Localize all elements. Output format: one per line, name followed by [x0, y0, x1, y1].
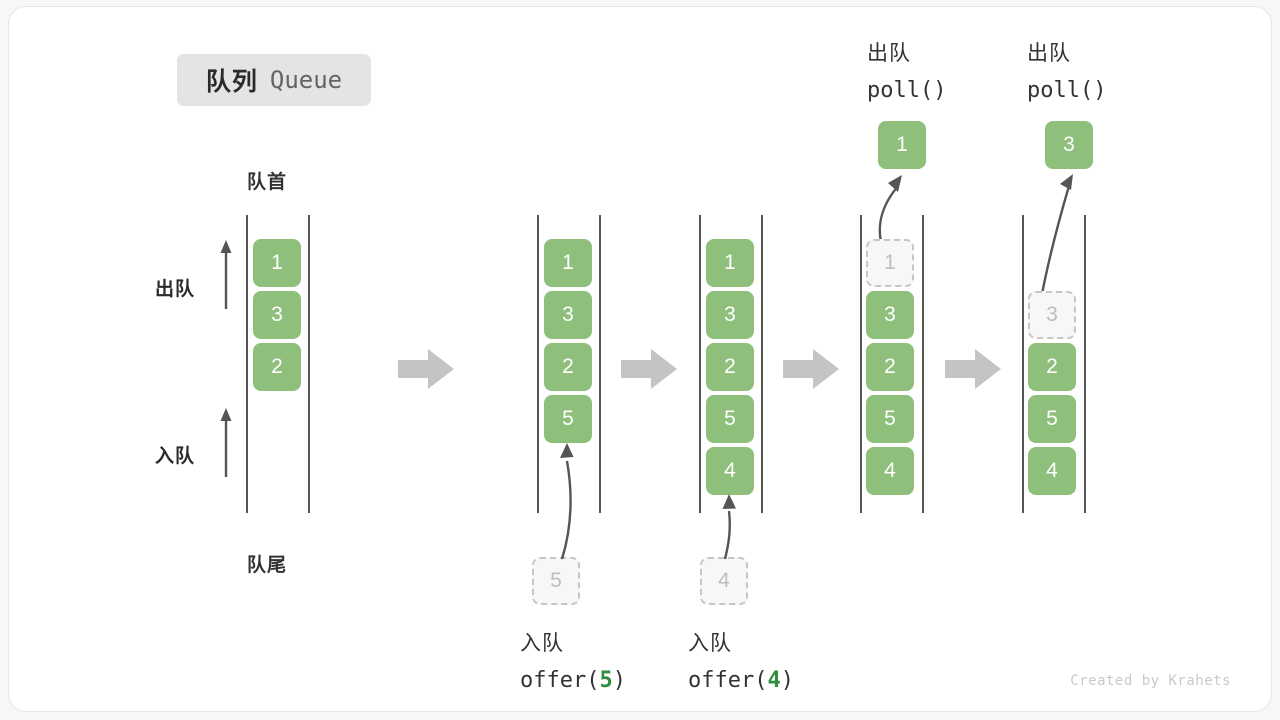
queue-cell: 5 — [1028, 395, 1076, 443]
enqueue-motion-arrow-icon — [722, 494, 736, 560]
step-arrow-icon — [398, 349, 454, 389]
dequeue-motion-arrow-icon — [1040, 174, 1073, 295]
operation-code: offer(5) — [520, 662, 626, 699]
queue-rail-right — [308, 215, 310, 513]
operation-zh: 出队 — [867, 42, 911, 65]
queue-head-label: 队首 — [247, 172, 288, 193]
incoming-ghost-cell: 4 — [700, 557, 748, 605]
dequeue-side-label: 出队 — [155, 279, 196, 300]
operation-code: poll() — [867, 78, 947, 103]
queue-rail-right — [922, 215, 924, 513]
dequeue-direction-arrow-icon — [220, 240, 232, 309]
queue-cell: 4 — [1028, 447, 1076, 495]
operation-zh: 入队 — [520, 632, 564, 655]
incoming-ghost-cell: 5 — [532, 557, 580, 605]
queue-cell: 1 — [706, 239, 754, 287]
diagram-card: 队列 Queue 队首 队尾 出队 入队 1 3 2 — [8, 6, 1272, 712]
queue-rail-left — [1022, 215, 1024, 513]
queue-rail-right — [599, 215, 601, 513]
queue-rail-left — [860, 215, 862, 513]
dequeue-motion-arrow-icon — [878, 175, 902, 243]
outgoing-cell: 3 — [1045, 121, 1093, 169]
queue-rail-left — [246, 215, 248, 513]
step-arrow-icon — [783, 349, 839, 389]
queue-rail-left — [699, 215, 701, 513]
operation-label-poll-3: 出队 poll() — [1027, 35, 1106, 109]
enqueue-motion-arrow-icon — [560, 443, 574, 560]
queue-cell-ghost: 3 — [1028, 291, 1076, 339]
operation-zh: 出队 — [1027, 42, 1071, 65]
queue-cell: 2 — [866, 343, 914, 391]
credit-text: Created by Krahets — [1070, 673, 1231, 689]
queue-cell: 4 — [706, 447, 754, 495]
operation-label-poll-1: 出队 poll() — [867, 35, 946, 109]
queue-cell: 5 — [544, 395, 592, 443]
outgoing-cell: 1 — [878, 121, 926, 169]
operation-code-prefix: offer( — [688, 668, 768, 693]
queue-cell-ghost: 1 — [866, 239, 914, 287]
operation-zh: 入队 — [688, 632, 732, 655]
enqueue-side-label: 入队 — [155, 446, 196, 467]
queue-cell: 3 — [544, 291, 592, 339]
queue-cell: 4 — [866, 447, 914, 495]
queue-rail-right — [761, 215, 763, 513]
queue-cell: 2 — [706, 343, 754, 391]
title-badge: 队列 Queue — [177, 54, 371, 106]
operation-label-offer-4: 入队 offer(4) — [688, 625, 794, 699]
queue-cell: 3 — [706, 291, 754, 339]
queue-cell: 3 — [253, 291, 301, 339]
queue-cell: 1 — [253, 239, 301, 287]
title-zh: 队列 — [205, 68, 258, 96]
queue-cell: 1 — [544, 239, 592, 287]
step-arrow-icon — [945, 349, 1001, 389]
queue-cell: 3 — [866, 291, 914, 339]
operation-code-arg: 4 — [767, 668, 781, 693]
title-en: Queue — [269, 66, 343, 94]
queue-tail-label: 队尾 — [247, 555, 288, 576]
operation-code: poll() — [1027, 78, 1107, 103]
operation-label-offer-5: 入队 offer(5) — [520, 625, 626, 699]
step-arrow-icon — [621, 349, 677, 389]
queue-cell: 2 — [1028, 343, 1076, 391]
operation-code: offer(4) — [688, 662, 794, 699]
queue-rail-left — [537, 215, 539, 513]
operation-code-suffix: ) — [612, 668, 626, 693]
queue-cell: 2 — [253, 343, 301, 391]
queue-rail-right — [1084, 215, 1086, 513]
operation-code-prefix: offer( — [520, 668, 600, 693]
operation-code-arg: 5 — [599, 668, 613, 693]
queue-cell: 5 — [866, 395, 914, 443]
enqueue-direction-arrow-icon — [220, 408, 232, 477]
queue-cell: 2 — [544, 343, 592, 391]
queue-cell: 5 — [706, 395, 754, 443]
operation-code-suffix: ) — [780, 668, 794, 693]
